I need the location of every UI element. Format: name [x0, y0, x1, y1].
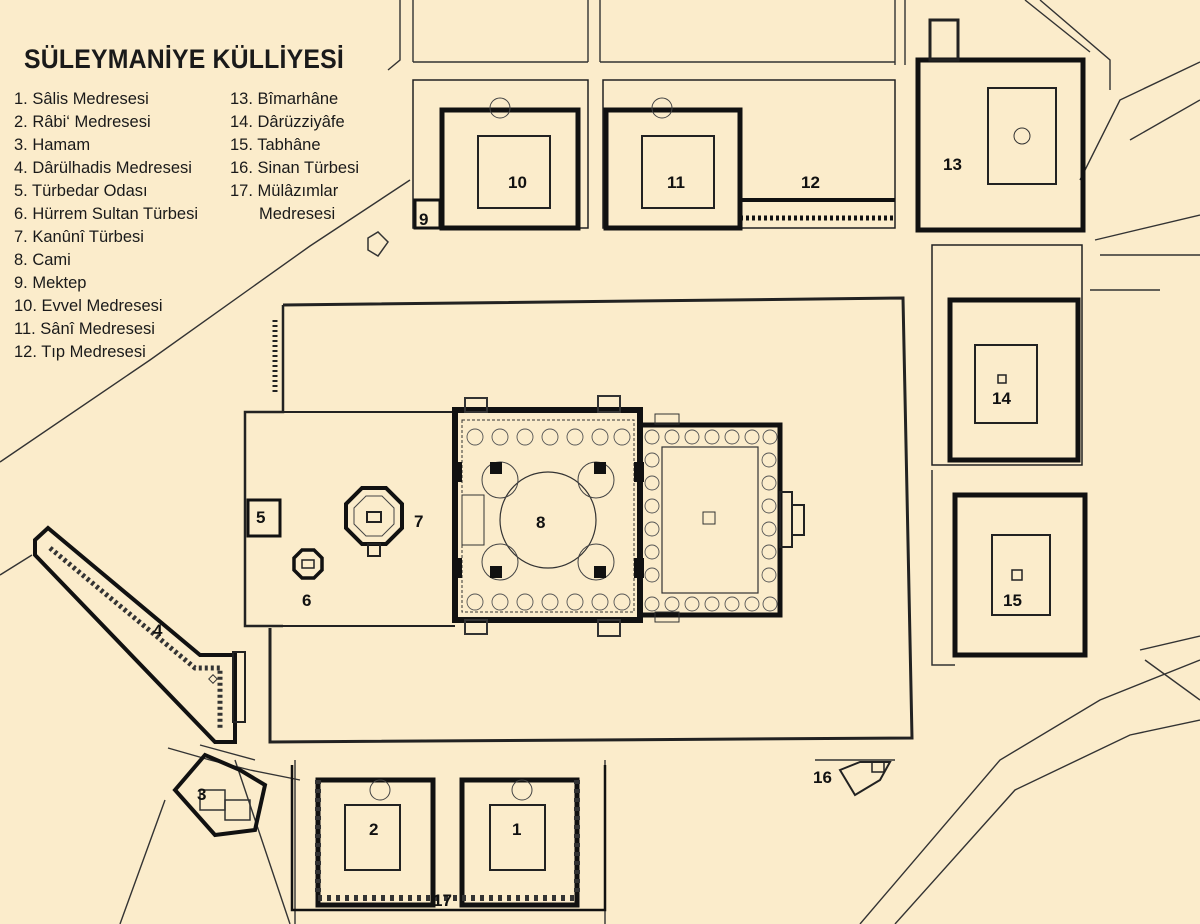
legend-item: 10. Evvel Medresesi	[14, 297, 163, 315]
legend-item: 14. Dârüzziyâfe	[230, 113, 345, 131]
turbedar-room	[246, 498, 282, 538]
map-label-3: 3	[197, 785, 206, 804]
map-label-6: 6	[302, 591, 311, 610]
east-buildings	[915, 18, 1088, 666]
map-label-5: 5	[256, 508, 265, 527]
legend-item: 1. Sâlis Medresesi	[14, 90, 149, 108]
map-label-10: 10	[508, 173, 527, 192]
map-label-15: 15	[1003, 591, 1022, 610]
legend-item: 3. Hamam	[14, 136, 91, 154]
legend-item: 16. Sinan Türbesi	[230, 159, 360, 177]
fountain-icon	[367, 231, 389, 257]
mosque-courtyard	[637, 413, 805, 623]
marker-icon	[208, 674, 218, 684]
legend-item: 17. Mülâzımlar	[230, 182, 339, 200]
darulhadis-madrasa	[33, 525, 246, 744]
map-title: SÜLEYMANİYE KÜLLİYESİ	[24, 44, 344, 74]
main-enclosure	[243, 296, 914, 744]
legend-item: 7. Kanûnî Türbesi	[14, 228, 144, 246]
map-label-7: 7	[414, 512, 423, 531]
upper-madrasas	[412, 79, 896, 231]
map-label-12: 12	[801, 173, 820, 192]
legend-item: 8. Cami	[14, 251, 71, 269]
map-label-9: 9	[419, 210, 428, 229]
map-label-4: 4	[153, 621, 163, 640]
map-label-2: 2	[369, 820, 378, 839]
sinan-tomb	[838, 761, 892, 797]
map-label-16: 16	[813, 768, 832, 787]
map-label-17: 17	[433, 891, 452, 910]
map-label-13: 13	[943, 155, 962, 174]
map-number-labels: 1 2 3 4 5 6 7 8 9 10 11 12 13 14 15 16 1…	[153, 155, 1022, 910]
legend-right: 13. Bîmarhâne 14. Dârüzziyâfe 15. Tabhân…	[230, 88, 359, 226]
hamam	[172, 752, 268, 838]
map-label-1: 1	[512, 820, 521, 839]
legend-item: 5. Türbedar Odası	[14, 182, 148, 200]
map-label-8: 8	[536, 513, 545, 532]
legend-item: Medresesi	[259, 205, 336, 223]
lower-madrasas	[290, 765, 607, 912]
legend-item: 6. Hürrem Sultan Türbesi	[14, 205, 199, 223]
map-label-11: 11	[667, 173, 685, 192]
legend-item: 13. Bîmarhâne	[230, 90, 339, 108]
kanuni-tomb	[344, 486, 404, 557]
legend-item: 15. Tabhâne	[230, 136, 321, 154]
legend-item: 11. Sânî Medresesi	[14, 320, 155, 338]
hurrem-tomb	[292, 548, 324, 580]
legend-item: 2. Râbi‘ Medresesi	[14, 113, 151, 131]
map-label-14: 14	[992, 389, 1011, 408]
legend-item: 12. Tıp Medresesi	[14, 343, 146, 361]
legend-left: 1. Sâlis Medresesi 2. Râbi‘ Medresesi 3.…	[14, 88, 198, 364]
legend-item: 9. Mektep	[14, 274, 87, 292]
mosque-plan	[452, 395, 644, 637]
legend-item: 4. Dârülhadis Medresesi	[14, 159, 192, 177]
